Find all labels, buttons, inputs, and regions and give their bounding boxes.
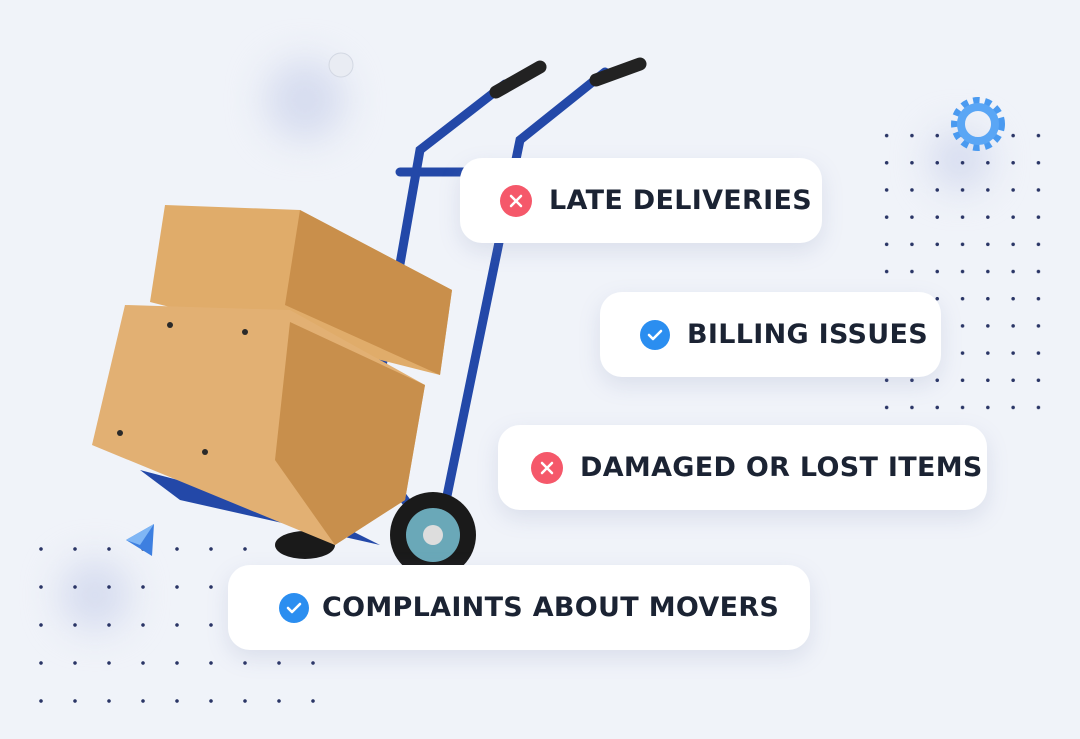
x-icon	[500, 184, 532, 217]
issue-label: COMPLAINTS ABOUT MOVERS	[322, 592, 780, 623]
issue-card-complaints-about-movers: COMPLAINTS ABOUT MOVERS	[228, 565, 810, 650]
gear-icon	[951, 97, 1005, 151]
background-glow	[265, 60, 345, 140]
check-icon	[640, 319, 670, 350]
issue-card-damaged-or-lost-items: DAMAGED OR LOST ITEMS	[498, 425, 987, 510]
issue-label: DAMAGED OR LOST ITEMS	[580, 452, 983, 483]
check-icon	[279, 592, 309, 623]
issue-card-billing-issues: BILLING ISSUES	[600, 292, 941, 377]
sphere-decoration	[328, 52, 354, 78]
issue-label: BILLING ISSUES	[687, 319, 928, 350]
x-icon	[531, 451, 563, 484]
issue-label: LATE DELIVERIES	[549, 185, 812, 216]
issue-card-late-deliveries: LATE DELIVERIES	[460, 158, 822, 243]
